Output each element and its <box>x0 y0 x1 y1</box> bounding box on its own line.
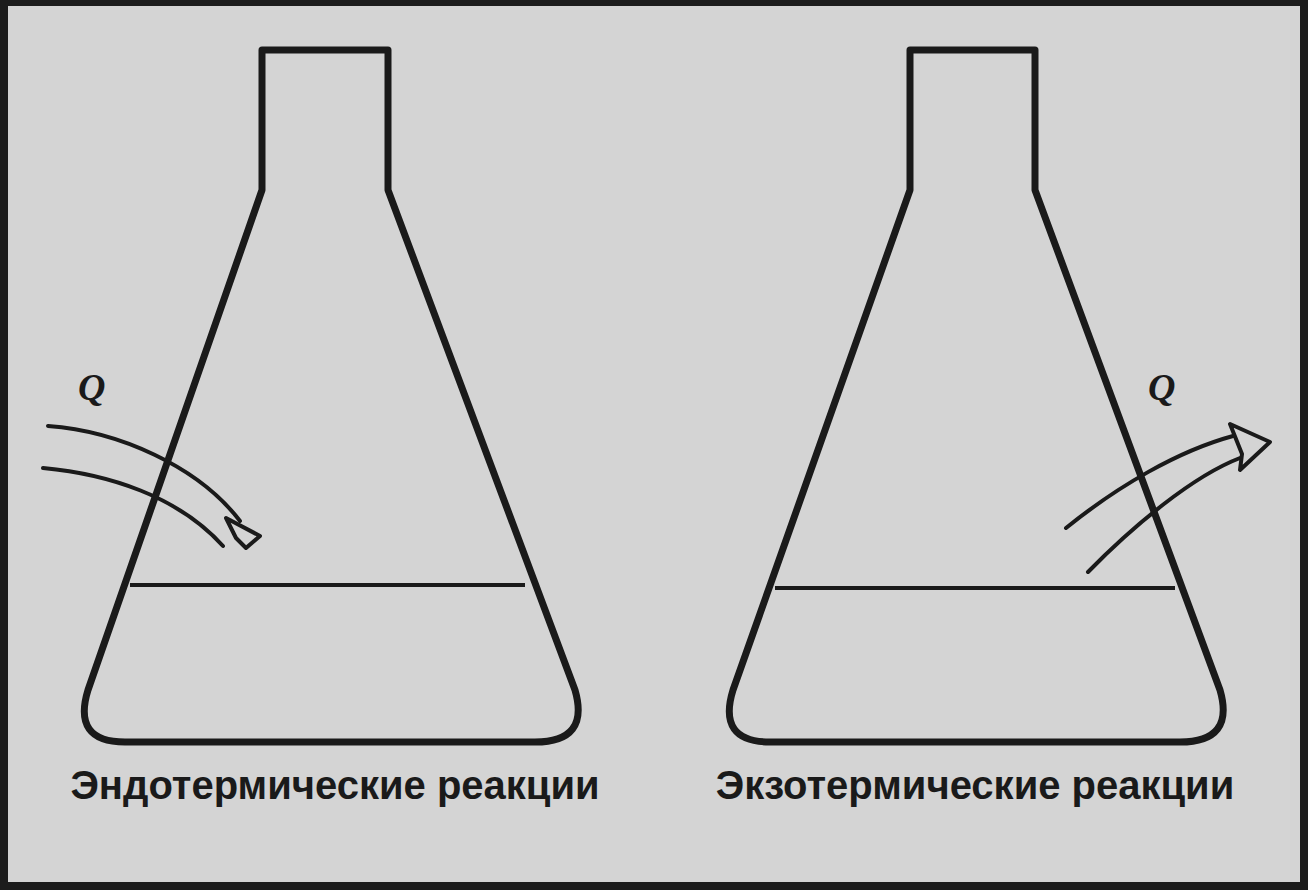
flask: Экзотермические реакции <box>700 40 1250 880</box>
liquid-level <box>775 586 1175 590</box>
flask-outline <box>700 40 1250 880</box>
flask-caption: Экзотермические реакции <box>700 758 1250 812</box>
flask: Эндотермические реакции <box>60 40 610 880</box>
heat-arrowhead <box>226 518 260 548</box>
heat-arrow-line <box>43 468 223 546</box>
heat-arrowhead <box>1230 424 1270 470</box>
liquid-level <box>130 583 525 587</box>
background-panel: Эндотермические реакции Экзотермические р… <box>8 6 1300 882</box>
heat-label: Q <box>1148 368 1175 406</box>
heat-label: Q <box>78 368 105 406</box>
flask-shape <box>729 50 1223 742</box>
flask-shape <box>84 50 578 742</box>
heat-arrows <box>8 6 1300 882</box>
flask-outline <box>60 40 610 880</box>
flask-caption: Эндотермические реакции <box>60 758 610 812</box>
heat-arrow-line <box>1088 458 1240 572</box>
